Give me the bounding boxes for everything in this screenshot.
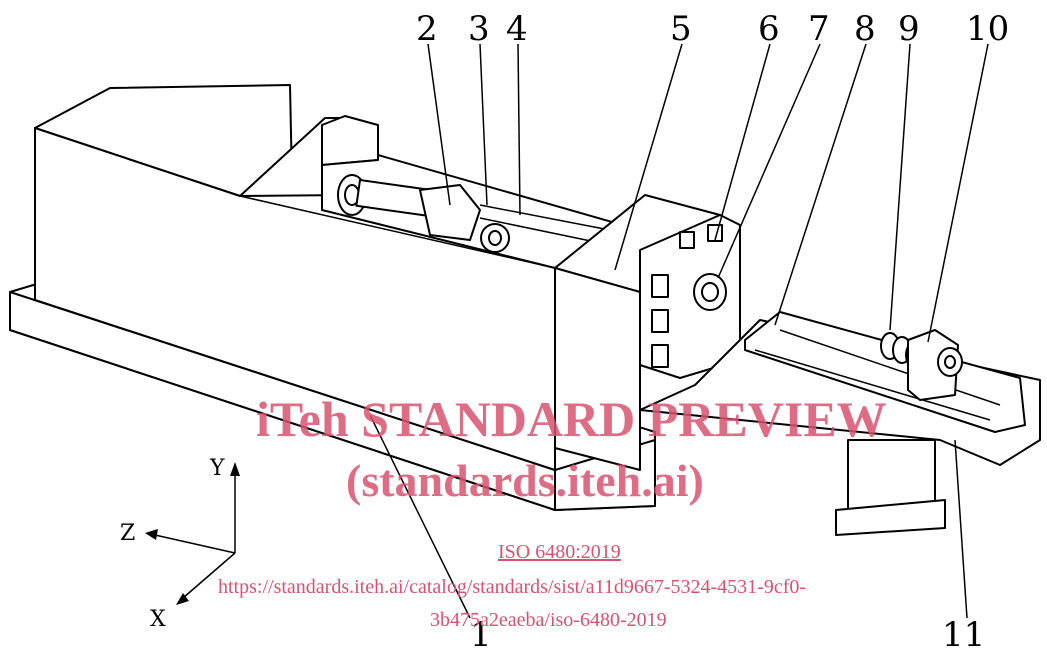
- callout-11: 11: [942, 615, 985, 650]
- callout-2: 2: [416, 9, 438, 49]
- axis-x-label: X: [150, 607, 166, 632]
- callout-9: 9: [898, 9, 920, 49]
- callout-1: 1: [470, 615, 492, 650]
- machine-frame: [34, 84, 641, 471]
- watermark-site: (standards.iteh.ai): [346, 455, 704, 506]
- callout-5: 5: [670, 9, 692, 49]
- watermark-url-line2[interactable]: 3b475a2eaeba/iso-6480-2019: [430, 609, 667, 631]
- watermark-url-line1[interactable]: https://standards.iteh.ai/catalog/standa…: [218, 576, 806, 598]
- callout-8: 8: [854, 9, 876, 49]
- support-beam: [639, 311, 1041, 536]
- callout-6: 6: [758, 9, 780, 49]
- leader-lines: [369, 43, 989, 619]
- axis-triad: Y Z X: [120, 456, 240, 632]
- clamp-mechanism: [337, 174, 621, 253]
- callout-3: 3: [468, 9, 490, 49]
- callout-labels: 2 3 4 5 6 7 8 9 10 1 11: [416, 9, 1009, 650]
- callout-10: 10: [966, 9, 1009, 49]
- watermark-title: iTeh STANDARD PREVIEW: [256, 391, 887, 447]
- callout-7: 7: [808, 9, 830, 49]
- holder-block: [554, 194, 741, 471]
- carriage: [880, 329, 963, 401]
- watermark-standard-link[interactable]: ISO 6480:2019: [498, 541, 621, 563]
- axis-z-label: Z: [120, 521, 135, 546]
- watermark: iTeh STANDARD PREVIEW (standards.iteh.ai…: [218, 391, 887, 631]
- axis-y-label: Y: [209, 456, 225, 481]
- callout-4: 4: [506, 9, 528, 49]
